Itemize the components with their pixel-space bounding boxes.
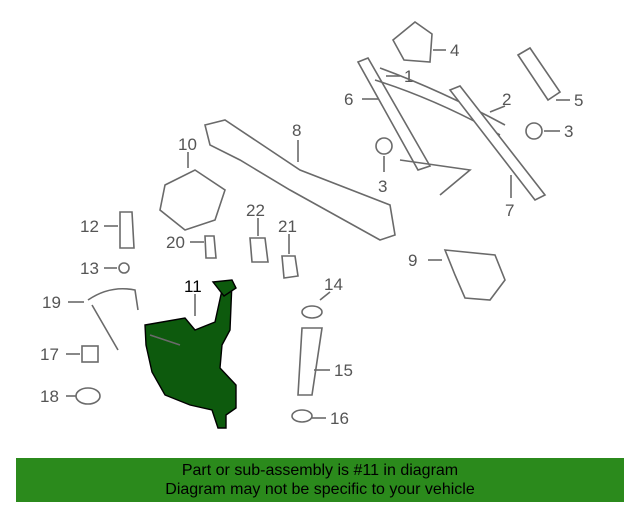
part-12-washer-pump[interactable] xyxy=(104,211,135,249)
callout-18[interactable]: 18 xyxy=(40,387,59,406)
callout-9[interactable]: 9 xyxy=(408,251,417,270)
part-11-washer-reservoir[interactable] xyxy=(144,279,237,429)
part-14-cap[interactable] xyxy=(301,291,331,319)
callout-21[interactable]: 21 xyxy=(278,217,297,236)
callout-17[interactable]: 17 xyxy=(40,345,59,364)
part-9-wiper-motor[interactable] xyxy=(428,249,506,301)
callout-20[interactable]: 20 xyxy=(166,233,185,252)
part-15-filler-neck[interactable] xyxy=(297,327,330,396)
callout-6[interactable]: 6 xyxy=(344,90,353,109)
part-18-seal[interactable] xyxy=(66,387,101,405)
part-21-nozzle[interactable] xyxy=(281,234,299,279)
part-13-grommet[interactable] xyxy=(104,262,130,274)
part-10-module[interactable] xyxy=(159,152,226,231)
callout-12[interactable]: 12 xyxy=(80,217,99,236)
part-1-wiper-arm[interactable] xyxy=(356,56,432,171)
callout-19[interactable]: 19 xyxy=(42,293,61,312)
part-16-seal[interactable] xyxy=(291,409,326,423)
info-banner: Part or sub-assembly is #11 in diagram D… xyxy=(16,458,624,502)
callout-2[interactable]: 2 xyxy=(502,90,511,109)
part-22-bracket[interactable] xyxy=(249,218,269,263)
callout-15[interactable]: 15 xyxy=(334,361,353,380)
part-17-connector[interactable] xyxy=(66,345,99,363)
callout-7[interactable]: 7 xyxy=(505,201,514,220)
callout-3b[interactable]: 3 xyxy=(378,177,387,196)
banner-line-1: Part or sub-assembly is #11 in diagram xyxy=(181,462,459,479)
callout-4[interactable]: 4 xyxy=(450,41,459,60)
part-3-nut-lower[interactable] xyxy=(375,137,393,172)
part-20-clip[interactable] xyxy=(190,235,217,259)
part-5-cover[interactable] xyxy=(516,46,570,102)
callout-1[interactable]: 1 xyxy=(404,67,413,86)
callout-8[interactable]: 8 xyxy=(292,121,301,140)
callout-16[interactable]: 16 xyxy=(330,409,349,428)
part-4-wiper-cap[interactable] xyxy=(391,20,446,63)
part-8-wiper-linkage[interactable] xyxy=(204,119,472,241)
banner-line-2: Diagram may not be specific to your vehi… xyxy=(165,481,475,498)
callout-5[interactable]: 5 xyxy=(574,91,583,110)
callout-14[interactable]: 14 xyxy=(324,275,343,294)
callout-10[interactable]: 10 xyxy=(178,135,197,154)
part-2-wiper-arm[interactable] xyxy=(448,85,547,202)
part-3-nut-upper[interactable] xyxy=(525,122,560,140)
part-19-hose[interactable] xyxy=(68,287,139,351)
callout-3a[interactable]: 3 xyxy=(564,122,573,141)
callout-13[interactable]: 13 xyxy=(80,259,99,278)
callout-11[interactable]: 11 xyxy=(184,277,202,296)
callout-22[interactable]: 22 xyxy=(246,201,265,220)
parts-diagram: 4 5 1 6 2 7 3 3 8 xyxy=(40,20,583,429)
